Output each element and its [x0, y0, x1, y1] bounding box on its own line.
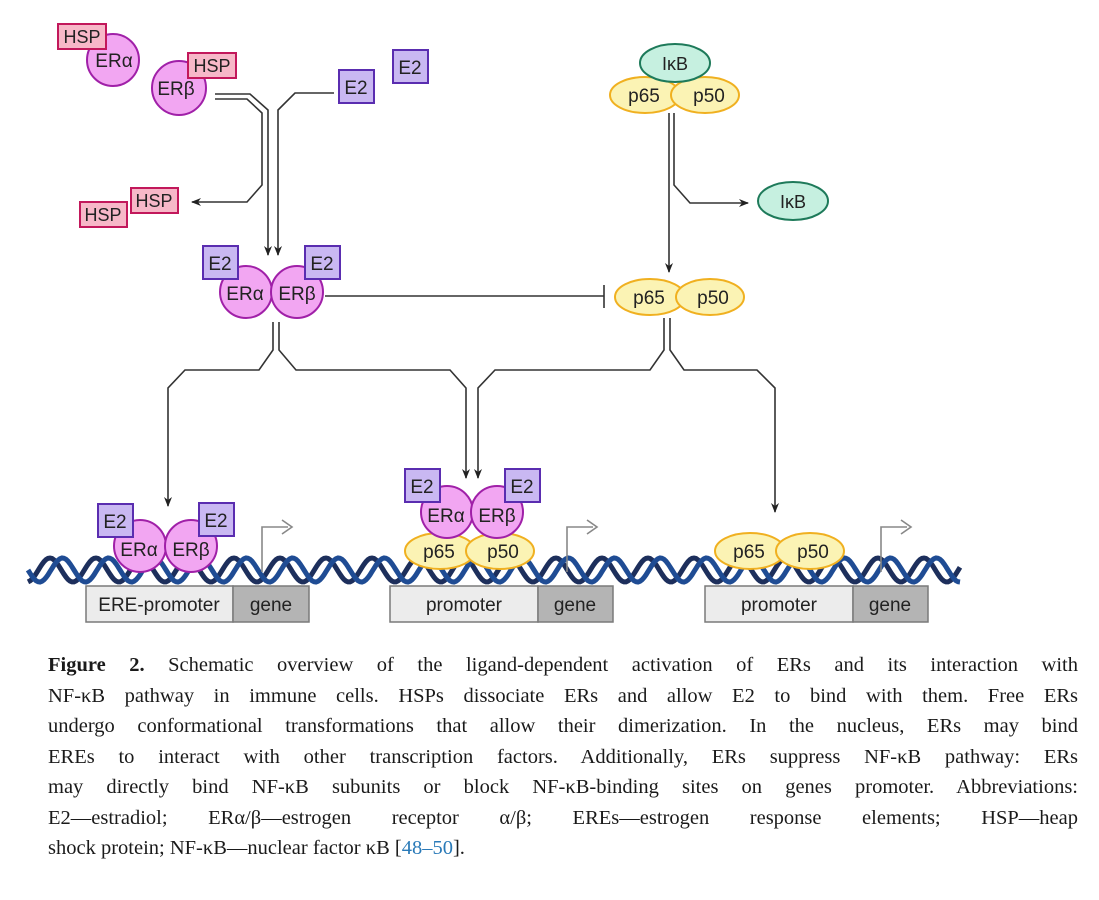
e2-label: E2 [310, 254, 333, 275]
figure-caption: Figure 2. Schematic overview of the liga… [48, 650, 1078, 864]
p50-label: p50 [697, 288, 729, 309]
gene-block-1: ERE-promoter gene [85, 519, 310, 623]
gene-box [232, 585, 310, 623]
reference-link-50[interactable]: 50 [432, 837, 453, 859]
p50-ellipse [775, 532, 845, 570]
promoter-box [704, 585, 854, 623]
e2-box [404, 468, 441, 503]
transcription-start-arrow-icon [880, 519, 913, 572]
pathway-diagram: ERα HSP ERβ HSP E2 E2 HSP HSP ERα ERβ E2… [25, 23, 963, 623]
promoter-label: promoter [741, 595, 818, 616]
er-beta-hsp-complex: ERβ HSP [151, 52, 237, 116]
e2-label: E2 [398, 58, 421, 79]
hsp-box [130, 187, 179, 214]
caption-line: NF-κB pathway in immune cells. HSPs diss… [48, 684, 1078, 707]
p50-label: p50 [487, 542, 519, 563]
p65-label: p65 [628, 86, 660, 107]
caption-line: E2—estradiol; ERα/β—estrogen receptor α/… [48, 806, 1078, 829]
ikb-label: IκB [780, 192, 806, 212]
er-to-dimer-line-outer [215, 93, 272, 256]
ere-promoter-label: ERE-promoter [98, 595, 220, 616]
gene-label: gene [554, 595, 596, 616]
p50-label: p50 [797, 542, 829, 563]
ikb-nfkb-complex: p65 p50 IκB [609, 43, 740, 114]
caption-line: Figure 2. Schematic overview of the liga… [48, 654, 1078, 676]
er-alpha-label: ERα [95, 51, 132, 72]
er-dimer-on-ere: ERα ERβ E2 E2 [97, 502, 235, 573]
hsp-box [57, 23, 107, 50]
p50-label: p50 [693, 86, 725, 107]
hsp-label: HSP [193, 56, 230, 76]
gene-box [852, 585, 929, 623]
hsp-label: HSP [63, 27, 100, 47]
ikb-release-branch [673, 113, 749, 207]
free-e2: E2 E2 [338, 49, 429, 104]
e2-box [202, 245, 239, 280]
transcription-start-arrow-icon [566, 519, 599, 572]
er-alpha-label: ERα [226, 284, 263, 305]
dimer-to-ere-line [164, 322, 274, 507]
transcription-start-arrow-icon [261, 519, 294, 572]
er-beta-label: ERβ [278, 284, 315, 305]
hsp-label: HSP [84, 205, 121, 225]
ikb-ellipse [639, 43, 711, 83]
p65-label: p65 [423, 542, 455, 563]
e2-box [338, 69, 375, 104]
er-beta-label: ERβ [172, 540, 209, 561]
er-to-hsp-branch [191, 98, 263, 206]
promoter-box [389, 585, 539, 623]
e2-box [198, 502, 235, 537]
nfkb-to-promoter-line [474, 318, 665, 479]
p50-ellipse [670, 76, 740, 114]
e2-box [97, 503, 134, 538]
nfkb-on-promoter: p65 p50 [714, 532, 845, 570]
gene-label: gene [869, 595, 911, 616]
e2-box [304, 245, 341, 280]
connectors [164, 92, 779, 513]
caption-line: EREs to interact with other transcriptio… [48, 745, 1078, 768]
hsp-box [79, 201, 128, 228]
e2-label: E2 [344, 78, 367, 99]
caption-line: may directly bind NF-κB subunits or bloc… [48, 776, 1078, 798]
gene-block-2: promoter gene [389, 519, 614, 623]
hsp-box [187, 52, 237, 79]
nfkb-to-third-promoter-line [669, 318, 779, 513]
e2-box [504, 468, 541, 503]
caption-line: undergo conformational transformations t… [48, 715, 1078, 737]
er-dimer-e2: ERα ERβ E2 E2 [202, 245, 341, 319]
p50-ellipse [675, 278, 745, 316]
gene-block-3: promoter gene [704, 519, 929, 623]
figure-label: Figure 2. [48, 654, 145, 676]
hsp-label: HSP [135, 191, 172, 211]
e2-label: E2 [510, 477, 533, 498]
caption-line: shock protein; NF-κB—nuclear factor κB [… [48, 837, 465, 859]
gene-box [537, 585, 614, 623]
ikb-label: IκB [662, 54, 688, 74]
gene-label: gene [250, 595, 292, 616]
e2-label: E2 [410, 477, 433, 498]
released-ikb: IκB [757, 181, 829, 221]
er-alpha-label: ERα [120, 540, 157, 561]
p65-label: p65 [733, 542, 765, 563]
p65-label: p65 [633, 288, 665, 309]
promoter-label: promoter [426, 595, 503, 616]
e2-label: E2 [204, 511, 227, 532]
nfkb-dimer: p65 p50 [614, 278, 745, 316]
e2-label: E2 [103, 512, 126, 533]
e2-box [392, 49, 429, 84]
ere-promoter-box [85, 585, 234, 623]
dimer-to-promoter-line [278, 322, 470, 479]
er-nfkb-complex-on-promoter: p65 p50 ERα ERβ E2 E2 [404, 468, 541, 570]
er-alpha-hsp-complex: ERα HSP [57, 23, 140, 87]
e2-label: E2 [208, 254, 231, 275]
er-beta-label: ERβ [157, 79, 194, 100]
er-alpha-label: ERα [427, 506, 464, 527]
ikb-ellipse [757, 181, 829, 221]
released-hsp: HSP HSP [79, 187, 179, 228]
reference-link-48[interactable]: 48 [401, 837, 423, 859]
er-beta-label: ERβ [478, 506, 515, 527]
e2-to-dimer-line [274, 92, 334, 256]
